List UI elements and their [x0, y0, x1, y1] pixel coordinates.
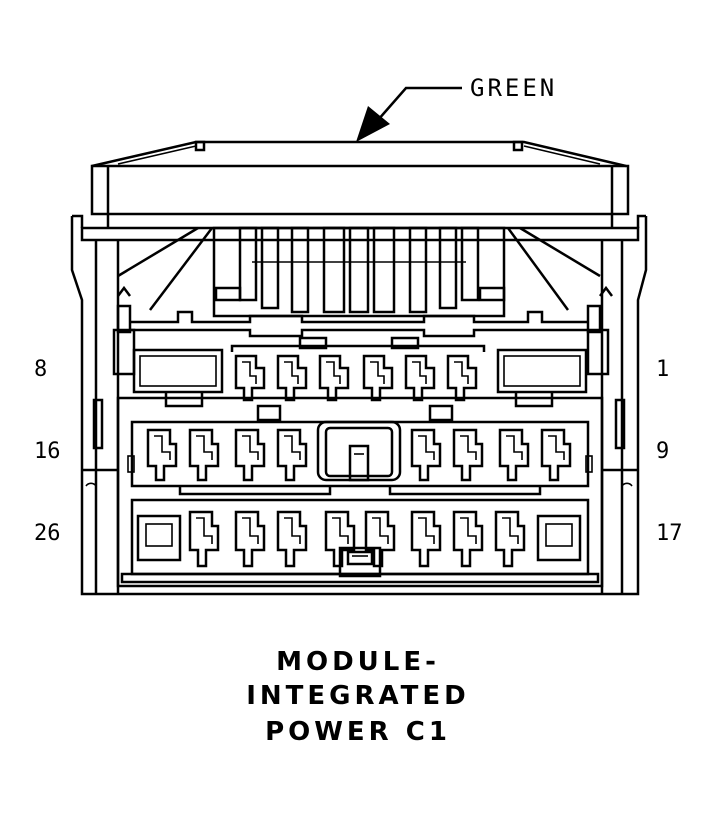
- cavity-15: [188, 428, 220, 482]
- cavity-20: [410, 510, 442, 568]
- row3-left-label: 26: [34, 521, 61, 546]
- cavity-18: [494, 510, 526, 568]
- row3-right-label: 17: [656, 521, 683, 546]
- cavity-5: [318, 354, 350, 402]
- cavity-9: [540, 428, 572, 482]
- cavity-19: [452, 510, 484, 568]
- color-callout: GREEN: [356, 74, 557, 142]
- cavity-25: [188, 510, 220, 568]
- cavity-6: [276, 354, 308, 402]
- callout-leader-line: [377, 86, 462, 121]
- callout-arrowhead: [356, 106, 390, 142]
- upper-cover: [90, 164, 630, 216]
- cavity-2: [446, 354, 478, 402]
- row2-right-label: 9: [656, 439, 669, 464]
- row1-left-label: 8: [34, 357, 47, 382]
- cavity-12: [410, 428, 442, 482]
- title-line-1: MODULE-: [276, 647, 440, 677]
- cavity-10: [498, 428, 530, 482]
- color-label: GREEN: [470, 74, 557, 102]
- cavity-row-1: [132, 336, 588, 422]
- cavity-16: [146, 428, 178, 482]
- cavity-row-2: [127, 420, 593, 496]
- cavity-22: [324, 510, 356, 568]
- title-line-3: POWER C1: [265, 717, 451, 747]
- center-key-cavity: [316, 420, 402, 482]
- cavity-23: [276, 510, 308, 568]
- cavity-13: [276, 428, 308, 482]
- cavity-11: [452, 428, 484, 482]
- cavity-3: [404, 354, 436, 402]
- cavity-4: [362, 354, 394, 402]
- row2-left-label: 16: [34, 439, 61, 464]
- cavity-1: [496, 348, 588, 394]
- cavity-8: [132, 348, 224, 394]
- pin-labels: 8 1 16 9 26 17: [34, 357, 683, 546]
- cavity-17: [536, 514, 582, 562]
- cavity-frame: [116, 396, 604, 588]
- locking-comb: [212, 226, 506, 318]
- row1-right-label: 1: [656, 357, 669, 382]
- top-latch-ridge: [91, 140, 627, 168]
- cavity-14: [234, 428, 266, 482]
- cavity-7: [234, 354, 266, 402]
- housing-outline: [70, 216, 648, 596]
- title-line-2: INTEGRATED: [246, 681, 469, 711]
- cavity-row-3: [120, 498, 600, 584]
- connector-housing: [70, 140, 648, 596]
- cavity-21: [364, 510, 396, 568]
- connector-title: MODULE- INTEGRATED POWER C1: [246, 647, 469, 747]
- cavity-24: [234, 510, 266, 568]
- release-latch: [338, 546, 382, 578]
- cavity-26: [136, 514, 182, 562]
